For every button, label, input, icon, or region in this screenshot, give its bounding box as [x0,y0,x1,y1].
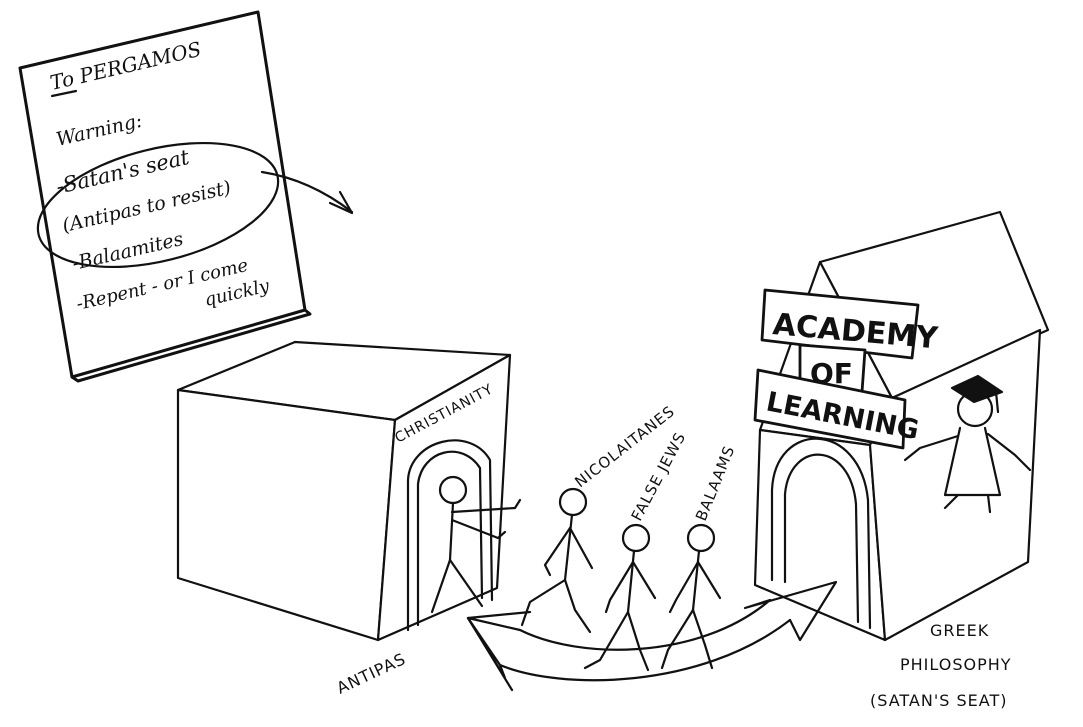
caption-satans-seat: (SATAN'S SEAT) [870,691,1007,710]
note-arrow [260,170,354,214]
balaam-figure [660,523,722,670]
caption-philosophy: PHILOSOPHY [900,655,1012,674]
antipas-label: ANTIPAS [334,649,409,698]
graduate-figure [903,374,1032,514]
note-page [18,10,354,383]
antipas-figure [430,475,522,614]
academy-doorway [770,437,872,630]
false-jew-figure [583,523,657,672]
note-arrowhead [328,190,354,215]
caption-greek: GREEK [930,621,989,640]
christianity-arch [406,439,494,632]
nicolaitane-figure [520,487,594,634]
sign-of-text: OF [810,357,853,390]
balaams-label: BALAAMS [692,443,739,524]
curved-double-arrow [466,580,838,692]
sign-board-learning [753,368,907,450]
sign-board-academy [760,288,920,360]
